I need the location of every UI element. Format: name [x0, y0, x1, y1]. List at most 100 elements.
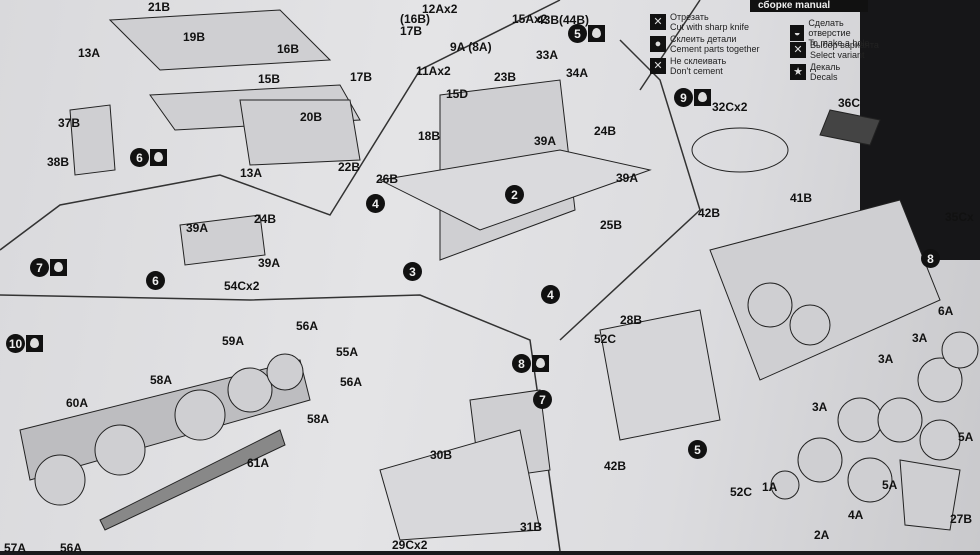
part-label: 26B [376, 172, 399, 186]
part-label: 19B [183, 30, 206, 44]
part-label: 21B [148, 0, 171, 14]
cement-icon [694, 89, 711, 106]
part-label: 3A [878, 352, 894, 366]
part-label: 5A [882, 478, 898, 492]
part-label: 17B [400, 24, 423, 38]
part-label: 36C [838, 96, 861, 110]
step-number: 7 [533, 390, 552, 409]
step-number: 8 [512, 354, 531, 373]
part-label: 15D [446, 87, 469, 101]
part-label: 3A [912, 331, 928, 345]
step-marker: 9 [674, 88, 711, 107]
step-marker: 7 [533, 390, 552, 409]
part-label: 17B [350, 70, 373, 84]
part-label: 61A [247, 456, 270, 470]
part-label: 43B(44B) [537, 13, 590, 27]
part-label: 27B [950, 512, 973, 526]
part-label: 34A [566, 66, 589, 80]
drill-icon: ◒ [790, 25, 805, 41]
legend-title: сборке manual [750, 0, 868, 12]
part-label: 11Ax2 [416, 64, 451, 78]
step-marker: 7 [30, 258, 67, 277]
step-number: 6 [130, 148, 149, 167]
part-label: 4A [848, 508, 864, 522]
part-label: 54Cx2 [224, 279, 260, 293]
panel-divider [0, 0, 561, 251]
part-label: 57A [4, 541, 27, 555]
part-label: 38B [47, 155, 70, 169]
step-marker: 3 [403, 262, 422, 281]
step-marker: 5 [688, 440, 707, 459]
part-label: 23B [494, 70, 517, 84]
part-label: 58A [150, 373, 173, 387]
part-label: 20B [300, 110, 323, 124]
step-marker: 10 [6, 334, 43, 353]
part-label: 9A (8A) [450, 40, 492, 54]
part-label: 16B [277, 42, 300, 56]
part-label: 52C [730, 485, 753, 499]
part-label: 56A [60, 541, 83, 555]
part-label: 41B [790, 191, 813, 205]
step-number: 3 [403, 262, 422, 281]
part-label: 3A [812, 400, 828, 414]
part-label: 33A [536, 48, 559, 62]
part-label: 56A [340, 375, 363, 389]
part-label: 59A [222, 334, 245, 348]
step-marker: 2 [505, 185, 524, 204]
part-label: 30B [430, 448, 453, 462]
step-number: 5 [688, 440, 707, 459]
part-label: 39A [616, 171, 639, 185]
step-number: 2 [505, 185, 524, 204]
part-label: 13A [78, 46, 101, 60]
part-label: 24B [594, 124, 617, 138]
part-label: (16B) [400, 12, 431, 26]
cement-icon [588, 25, 605, 42]
step-marker: 6 [146, 271, 165, 290]
part-label: 55A [336, 345, 359, 359]
part-label: 31B [520, 520, 543, 534]
part-label: 28B [620, 313, 643, 327]
part-label: 15Ax2 [512, 12, 548, 26]
part-label: 22B [338, 160, 361, 174]
variant-icon: ✕ [790, 42, 806, 58]
part-label: 32Cx2 [712, 100, 748, 114]
step-marker: 4 [366, 194, 385, 213]
cement-icon [26, 335, 43, 352]
part-label: 39A [186, 221, 209, 235]
step-marker: 5 [568, 24, 605, 43]
cement-icon: ● [650, 36, 666, 52]
part-label: 12Ax2 [422, 2, 458, 16]
part-label: 18B [418, 129, 441, 143]
decal-icon: ★ [790, 64, 806, 80]
part-label: 60A [66, 396, 89, 410]
part-label: 24B [254, 212, 277, 226]
part-label: 37B [58, 116, 81, 130]
step-marker: 8 [512, 354, 549, 373]
step-number: 5 [568, 24, 587, 43]
part-label: 5A [958, 430, 974, 444]
part-label: 58A [307, 412, 330, 426]
cement-icon [150, 149, 167, 166]
step-number: 4 [541, 285, 560, 304]
no-cement-icon: ✕ [650, 58, 666, 74]
part-label: 1A [762, 480, 778, 494]
cement-icon [50, 259, 67, 276]
step-marker: 4 [541, 285, 560, 304]
part-label: 52C [594, 332, 617, 346]
part-label: 2A [814, 528, 830, 542]
part-label: 42B [698, 206, 721, 220]
part-label: 15B [258, 72, 281, 86]
step-number: 10 [6, 334, 25, 353]
part-label: 39A [534, 134, 557, 148]
part-label: 13A [240, 166, 263, 180]
cut-icon: ✕ [650, 14, 666, 30]
part-label: 29Cx2 [392, 538, 428, 552]
step-marker: 6 [130, 148, 167, 167]
step-number: 9 [674, 88, 693, 107]
panel-divider [559, 39, 701, 341]
step-marker: 8 [921, 249, 940, 268]
part-label: 25B [600, 218, 623, 232]
part-label: 6A [938, 304, 954, 318]
part-label: 35Cx [945, 210, 974, 224]
